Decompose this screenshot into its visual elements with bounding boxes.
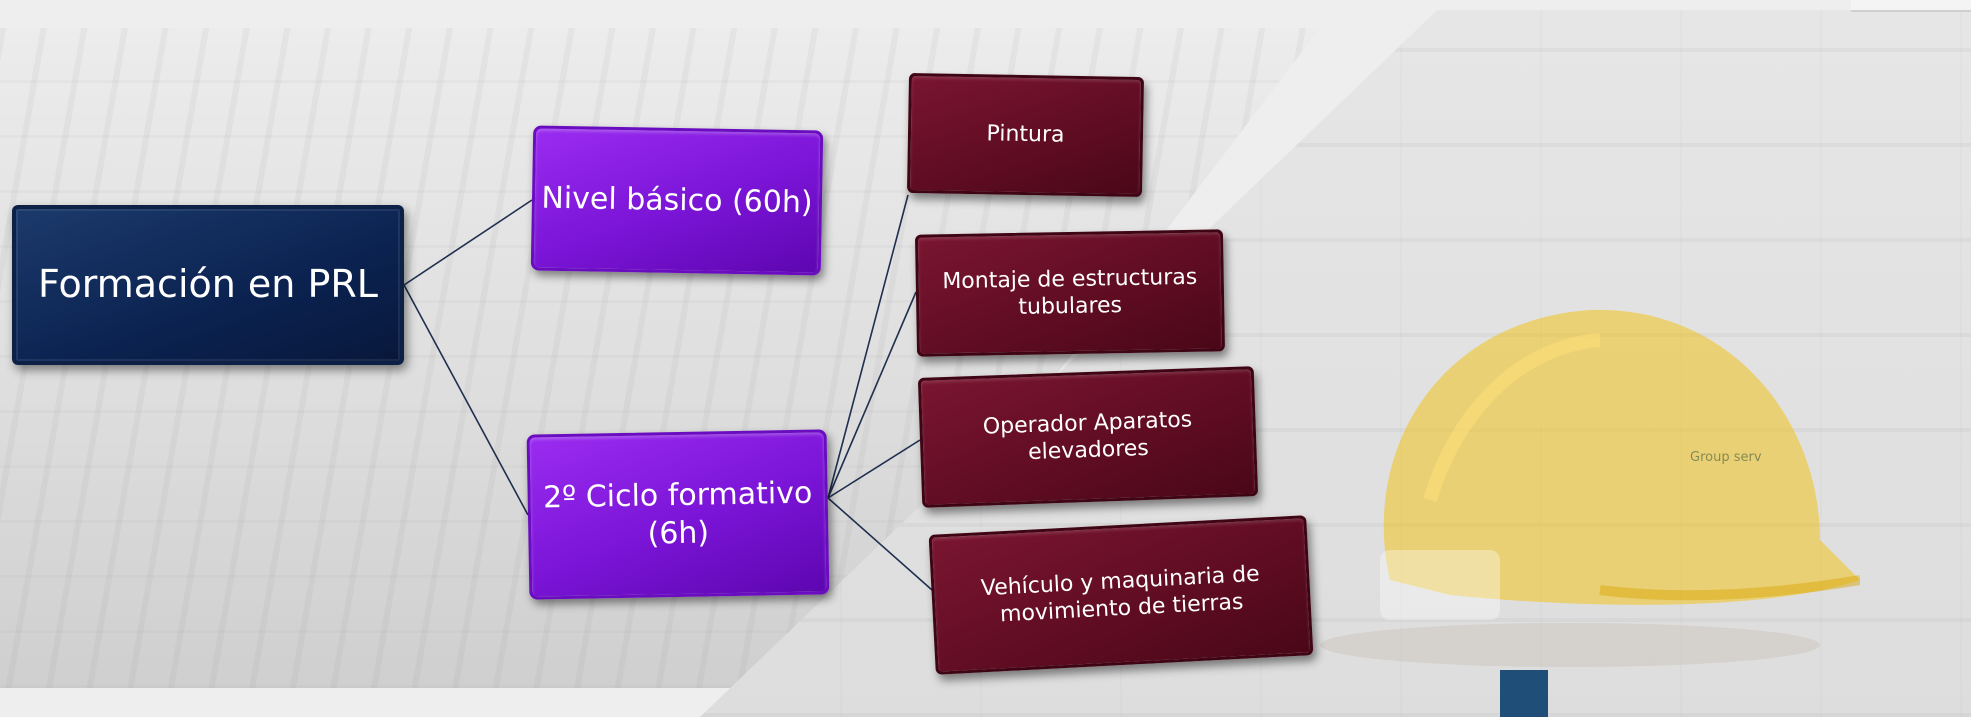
specialization-node-painting: Pintura	[906, 72, 1145, 198]
connector-level2-spec1	[827, 194, 909, 499]
connector-level2-spec2	[827, 291, 917, 499]
level-node-label: Nivel básico (60h)	[541, 180, 813, 221]
connector-level2-spec4	[827, 497, 933, 591]
specialization-node-label: Operador Aparatos elevadores	[982, 406, 1193, 466]
connector-root-level2	[403, 284, 529, 516]
helmet-logo-text: Group serv	[1690, 450, 1762, 465]
specialization-node-label: Montaje de estructuras tubulares	[942, 264, 1198, 320]
corner-logo-block	[1500, 670, 1548, 717]
specialization-node-label: Vehículo y maquinaria de movimiento de t…	[980, 561, 1261, 628]
root-node-label: Formación en PRL	[38, 262, 378, 307]
specialization-node-earthmoving: Vehículo y maquinaria de movimiento de t…	[928, 515, 1314, 675]
level-node-second-cycle: 2º Ciclo formativo (6h)	[526, 429, 830, 600]
helmet-icon	[1320, 309, 1860, 667]
specialization-node-label: Pintura	[986, 121, 1065, 148]
connector-root-level1	[403, 199, 533, 286]
level-node-basic: Nivel básico (60h)	[530, 125, 824, 276]
specialization-node-lifting-equipment: Operador Aparatos elevadores	[917, 366, 1259, 508]
level-node-label: 2º Ciclo formativo (6h)	[542, 475, 813, 552]
connector-level2-spec3	[827, 439, 921, 499]
root-node: Formación en PRL	[12, 205, 404, 365]
top-right-bar	[1851, 0, 1971, 12]
specialization-node-tubular-structures: Montaje de estructuras tubulares	[914, 229, 1226, 357]
